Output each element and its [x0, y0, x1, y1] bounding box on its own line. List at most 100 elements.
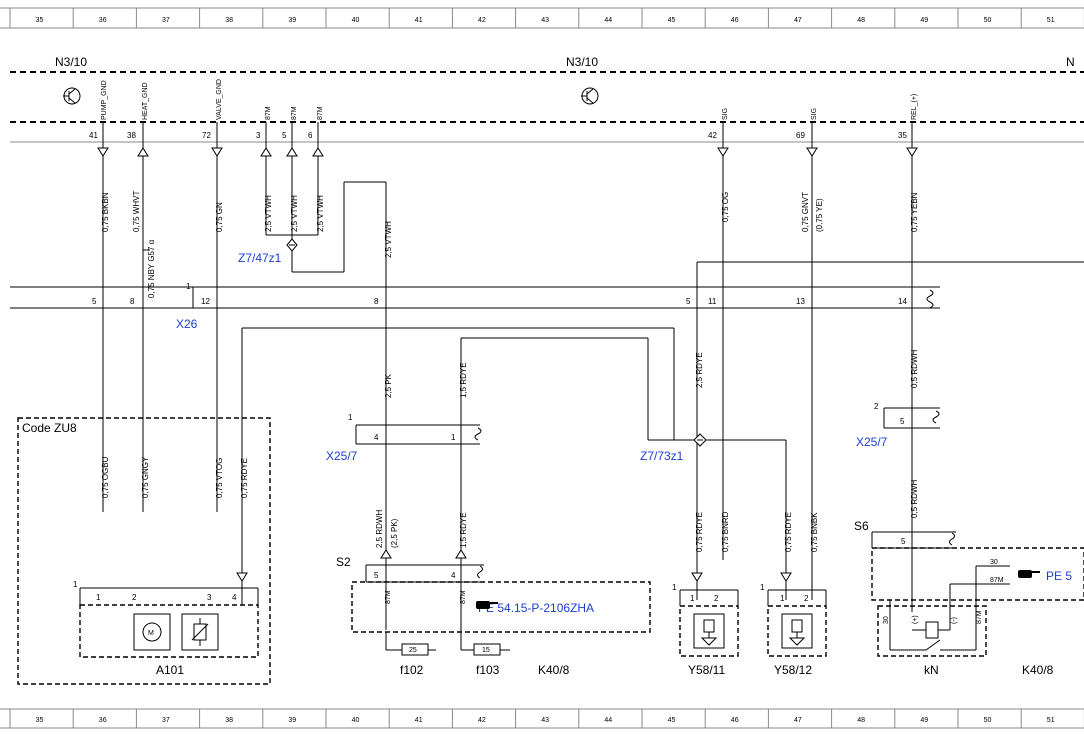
svg-text:4: 4: [232, 593, 237, 602]
grid-number: 49: [920, 17, 928, 24]
wire-label: 1,5 RDYE: [459, 512, 468, 548]
wire-label: 2,5 VTWH: [264, 195, 273, 232]
wire-label: 0,75 RDYE: [784, 512, 793, 552]
svg-text:8: 8: [374, 297, 379, 306]
svg-text:5: 5: [901, 537, 906, 546]
svg-text:4: 4: [451, 571, 456, 580]
wire-label: 2,5 VTWH: [384, 221, 393, 258]
connector-x26: X26 1 5 8 12 8 5 11 13 14: [10, 282, 940, 331]
pin-number: 38: [127, 131, 136, 140]
pin-name: SIG: [722, 108, 729, 120]
pin-name: 87M: [291, 106, 298, 120]
grid-number: 45: [668, 717, 676, 724]
pin-number: 69: [796, 131, 805, 140]
pin-name: 87M: [265, 106, 272, 120]
svg-text:X26: X26: [176, 317, 198, 331]
grid-number: 37: [162, 17, 170, 24]
heater-relay-icon: [181, 613, 219, 651]
fuse-f102: 25 f102: [385, 632, 436, 677]
wire-label: 0,75 OGBU: [101, 456, 110, 498]
grid-number: 50: [984, 17, 992, 24]
pin-name: PUMP_GND: [101, 80, 108, 120]
component-a101: 1 1 2 3 4 M A101: [73, 580, 259, 677]
svg-text:1: 1: [451, 433, 456, 442]
grid-number: 35: [36, 17, 44, 24]
grid-number: 44: [604, 17, 612, 24]
grid-number: 49: [920, 717, 928, 724]
pin-name: HEAT_GND: [142, 82, 149, 120]
grid-number: 47: [794, 717, 802, 724]
svg-text:Z7/73z1: Z7/73z1: [640, 449, 684, 463]
module-label-mid: N3/10: [566, 55, 598, 69]
wire-label: 0,75 BNBK: [810, 512, 819, 552]
svg-text:2: 2: [804, 594, 809, 603]
pin-name: 87M: [317, 106, 324, 120]
grid-number: 47: [794, 17, 802, 24]
grid-number: 40: [352, 717, 360, 724]
svg-text:87M: 87M: [385, 590, 392, 604]
svg-text:K40/8: K40/8: [1022, 663, 1054, 677]
svg-text:15: 15: [482, 647, 490, 654]
valve-icon: [781, 613, 813, 649]
wire-label: 2,5 VTWH: [316, 195, 325, 232]
wire-label: 0,75 RDYE: [240, 458, 249, 498]
pe-ref-link[interactable]: PE 54.15-P-2106ZHA: [478, 601, 594, 615]
component-s2: S2 5 4 87M 87M PE 54.15-P-2106ZHA: [336, 555, 651, 633]
svg-text:1: 1: [186, 282, 191, 291]
pointing-hand-icon: [1018, 570, 1040, 578]
svg-text:1: 1: [760, 583, 765, 592]
wire-label: 0,75 YEBN: [910, 192, 919, 232]
svg-text:3: 3: [207, 593, 212, 602]
wire-label: 0,75 RDYE: [695, 512, 704, 552]
grid-number: 37: [162, 717, 170, 724]
svg-text:S6: S6: [854, 519, 869, 533]
wire-label: 1,5 RDYE: [459, 362, 468, 398]
svg-text:4: 4: [374, 433, 379, 442]
svg-text:5: 5: [374, 571, 379, 580]
svg-text:87M: 87M: [990, 577, 1004, 584]
connector-x257-a: 1 4 1 X25/7: [326, 413, 482, 463]
wire-label: (0,75 YE): [815, 198, 824, 232]
svg-text:8: 8: [130, 297, 135, 306]
pointing-hand-icon: [476, 601, 498, 609]
wires: [102, 122, 1084, 640]
svg-text:1: 1: [780, 594, 785, 603]
svg-text:1: 1: [348, 413, 353, 422]
svg-text:f103: f103: [476, 663, 500, 677]
svg-text:(+): (+): [912, 615, 919, 624]
transistor-icon: [581, 87, 599, 105]
grid-number: 42: [478, 717, 486, 724]
pin-number: 3: [256, 131, 261, 140]
wire-label: 0,75 BKBN: [101, 192, 110, 232]
svg-text:12: 12: [201, 297, 210, 306]
wire-label: 0,75 VTOG: [215, 458, 224, 498]
grid-number: 51: [1047, 717, 1055, 724]
grid-number: 40: [352, 17, 360, 24]
grid-number: 41: [415, 717, 423, 724]
connector-x257-b: 2 5 X25/7: [856, 402, 940, 449]
svg-text:f102: f102: [400, 663, 424, 677]
svg-text:5: 5: [686, 297, 691, 306]
grid-number: 39: [288, 717, 296, 724]
wire-label: 0,75 GNGY: [141, 456, 150, 498]
pin-number: 41: [89, 131, 98, 140]
wire-label: 0,75 WHVT: [132, 191, 141, 232]
valve-icon: [693, 613, 725, 649]
grid-number: 39: [288, 17, 296, 24]
code-zu8-box: [17, 417, 271, 685]
wire-label: 0,75 BNRD: [721, 511, 730, 552]
module-label-left: N3/10: [55, 55, 87, 69]
pin-name: VALVE_GND: [216, 79, 223, 120]
wire-label: 0,5 RDWH: [910, 350, 919, 388]
fuse-f103: 15 f103: [460, 640, 510, 677]
grid-number: 38: [225, 717, 233, 724]
module-label-right: N: [1066, 55, 1075, 69]
svg-text:1: 1: [690, 594, 695, 603]
wire-label: 0,75 OG: [721, 192, 730, 222]
grid-number: 44: [604, 717, 612, 724]
component-k408-label: K40/8: [538, 663, 570, 677]
grid-number: 35: [36, 717, 44, 724]
pe-ref-link[interactable]: PE 5: [1046, 569, 1072, 583]
svg-text:25: 25: [409, 647, 417, 654]
